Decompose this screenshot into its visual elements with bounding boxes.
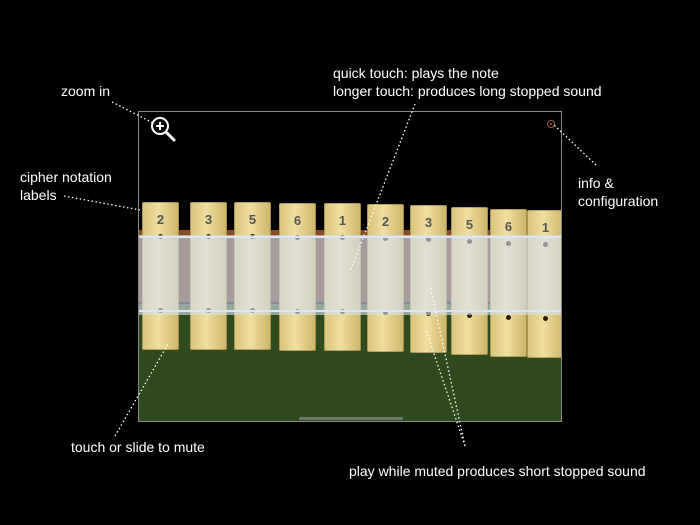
top-rope bbox=[139, 236, 561, 238]
annotation-tap: quick touch: plays the note longer touch… bbox=[333, 64, 602, 100]
cipher-label: 5 bbox=[248, 212, 257, 227]
annotation-mute: touch or slide to mute bbox=[71, 438, 205, 456]
app-screen: 2 3 5 6 1 2 3 5 6 1 bbox=[138, 111, 562, 422]
cipher-label: 1 bbox=[541, 220, 550, 235]
annotation-zoom: zoom in bbox=[61, 82, 110, 100]
cipher-label: 1 bbox=[338, 213, 347, 228]
mounting-hole bbox=[506, 315, 511, 320]
annotation-info-line1: info & bbox=[578, 175, 614, 191]
zoom-in-icon bbox=[151, 117, 176, 142]
annotation-zoom-text: zoom in bbox=[61, 83, 111, 99]
cipher-label: 3 bbox=[424, 215, 433, 230]
bottom-rope bbox=[139, 310, 561, 312]
annotation-muted-play: play while muted produces short stopped … bbox=[349, 462, 646, 480]
cipher-label: 2 bbox=[156, 212, 165, 227]
annotation-cipher-line2: labels bbox=[20, 187, 57, 203]
info-button[interactable] bbox=[547, 120, 555, 128]
zoom-in-button[interactable] bbox=[149, 115, 177, 143]
annotation-info-line2: configuration bbox=[578, 193, 659, 209]
annotation-mute-text: touch or slide to mute bbox=[71, 439, 205, 455]
annotation-cipher-line1: cipher notation bbox=[20, 169, 112, 185]
cipher-label: 6 bbox=[293, 213, 302, 228]
cipher-label: 5 bbox=[465, 217, 474, 232]
mounting-hole bbox=[543, 316, 548, 321]
annotation-cipher: cipher notation labels bbox=[20, 168, 112, 204]
cipher-label: 2 bbox=[381, 214, 390, 229]
annotation-tap-line2: longer touch: produces long stopped soun… bbox=[333, 83, 602, 99]
home-indicator bbox=[299, 417, 403, 420]
annotation-tap-line1: quick touch: plays the note bbox=[333, 65, 499, 81]
cipher-label: 3 bbox=[204, 212, 213, 227]
mounting-hole bbox=[467, 313, 472, 318]
annotation-info: info & configuration bbox=[578, 174, 658, 210]
cipher-label: 6 bbox=[504, 219, 513, 234]
mute-zone[interactable] bbox=[139, 235, 561, 315]
annotation-muted-play-text: play while muted produces short stopped … bbox=[349, 463, 646, 479]
